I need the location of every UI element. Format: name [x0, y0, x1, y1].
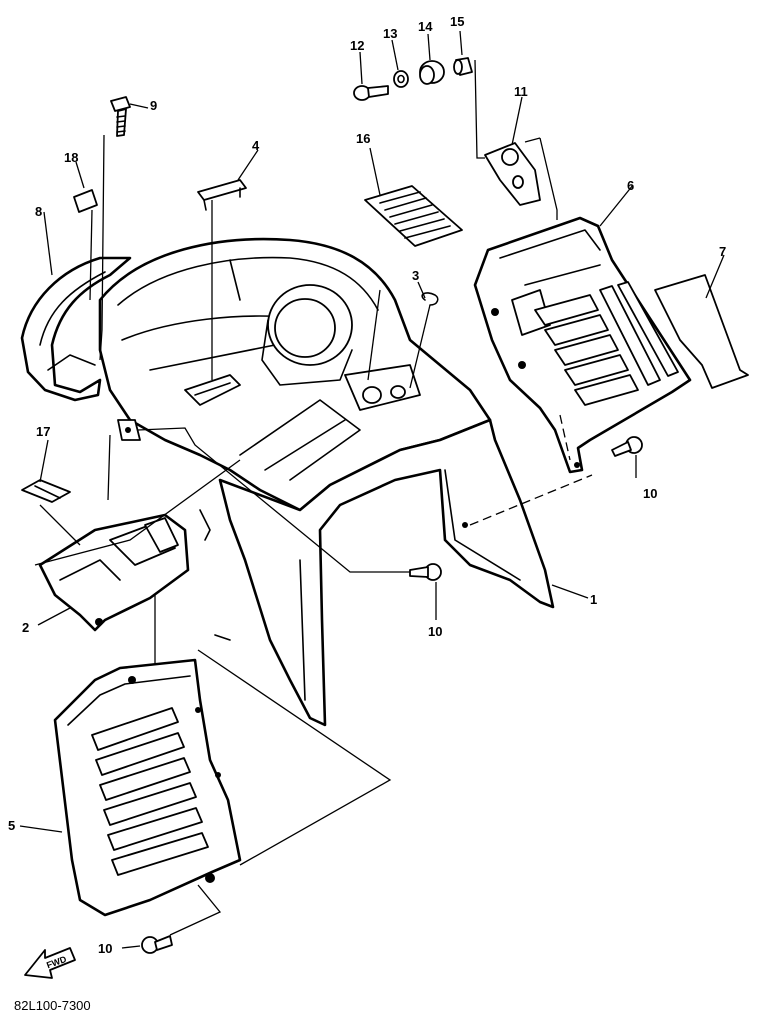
bolt-part-9 [110, 96, 131, 137]
clip-part-17 [21, 479, 71, 503]
collar-part-15 [453, 57, 473, 76]
diagram-code: 82L100-7300 [14, 998, 91, 1013]
left-side-cover-part-8 [20, 256, 132, 402]
callout-10-right: 10 [643, 486, 657, 501]
callout-11: 11 [514, 84, 528, 99]
trim-part-7 [654, 274, 749, 389]
bolt-part-10-bottom [141, 935, 173, 954]
grommet-part-14 [419, 60, 445, 85]
pad-part-16 [364, 185, 463, 247]
callout-14: 14 [418, 19, 433, 34]
assembly-lines [34, 59, 593, 936]
callout-12: 12 [350, 38, 364, 53]
right-panel-part-6 [473, 216, 692, 474]
bracket-part-11 [484, 142, 541, 206]
leader-lines [19, 30, 725, 949]
callout-9: 9 [150, 98, 157, 113]
callout-18: 18 [64, 150, 78, 165]
cap-part-18 [73, 189, 98, 213]
front-cowl-part-1 [98, 237, 555, 727]
bolt-part-10-right [611, 436, 643, 457]
callout-4: 4 [252, 138, 260, 153]
lower-left-panel-part-5 [53, 658, 242, 917]
bracket-part-2 [38, 513, 190, 632]
callout-2: 2 [22, 620, 29, 635]
callout-3: 3 [412, 268, 419, 283]
hook-part-3 [421, 292, 439, 306]
callout-1: 1 [590, 592, 597, 607]
callout-5: 5 [8, 818, 15, 833]
callout-6: 6 [627, 178, 634, 193]
fwd-arrow: FWD [24, 947, 76, 979]
clip-part-4 [197, 179, 247, 211]
callout-numbers: 1 2 3 4 5 6 7 8 9 10 10 10 11 12 13 14 1… [8, 14, 726, 956]
screw-part-12 [353, 85, 389, 101]
callout-7: 7 [719, 244, 726, 259]
callout-8: 8 [35, 204, 42, 219]
callout-17: 17 [36, 424, 50, 439]
callout-10-center: 10 [428, 624, 442, 639]
bolt-part-10-center [409, 563, 442, 581]
callout-15: 15 [450, 14, 464, 29]
callout-13: 13 [383, 26, 397, 41]
callout-10-bottom: 10 [98, 941, 112, 956]
callout-16: 16 [356, 131, 370, 146]
washer-part-13 [393, 70, 409, 88]
